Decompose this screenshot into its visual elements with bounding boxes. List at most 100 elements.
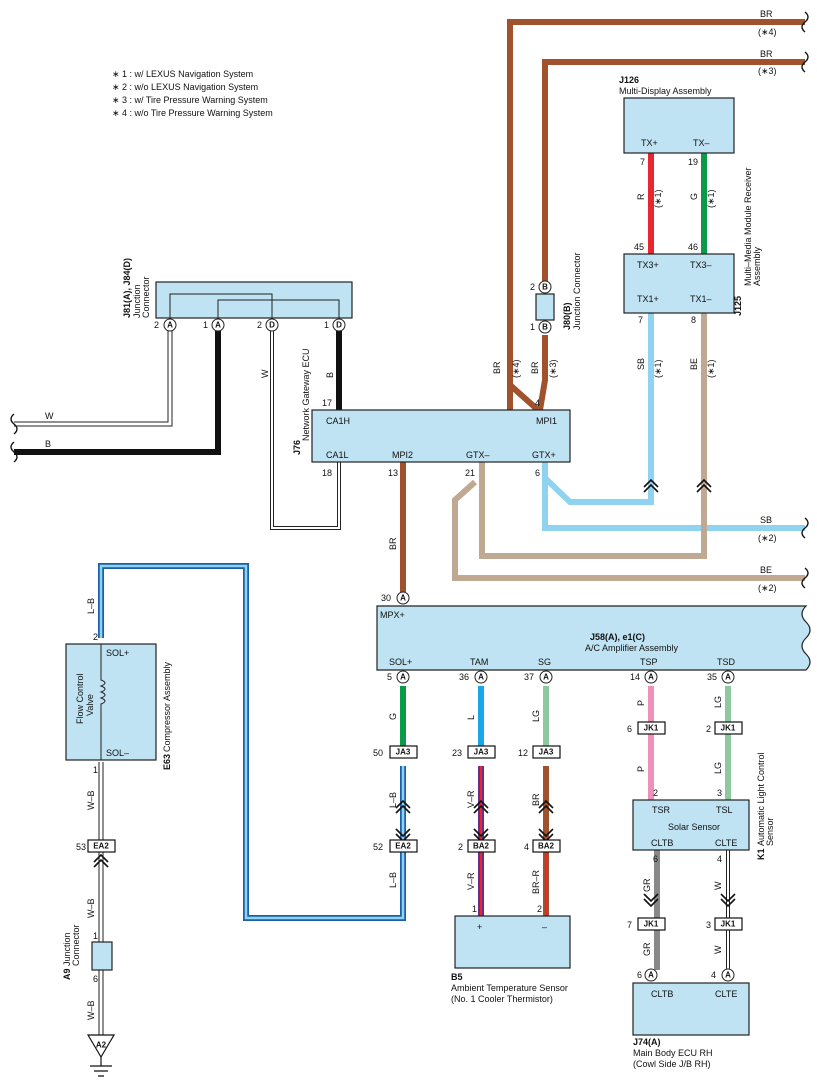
pin-name: CLTB	[651, 989, 673, 999]
wire-label: W	[260, 369, 270, 378]
j125-name-2: Assembly	[752, 246, 762, 286]
pin-number: 2	[706, 724, 711, 734]
e63-id: E63	[162, 754, 172, 770]
connector-tags	[87, 721, 743, 931]
splice-chevrons	[93, 478, 736, 908]
pin-letter: A	[400, 594, 406, 603]
pin-number: 2	[653, 788, 658, 798]
wire-breaks	[10, 11, 809, 589]
pin-number: 4	[524, 842, 529, 852]
pin-name: MPI1	[536, 416, 557, 426]
note-label: (∗1)	[653, 359, 663, 378]
j76-id: J76	[292, 440, 302, 455]
connector-ea2: EA2	[93, 842, 109, 851]
pin-name: TX+	[641, 138, 658, 148]
wire-label: BR	[388, 537, 398, 550]
b5-sub: (No. 1 Cooler Thermistor)	[451, 994, 553, 1004]
pin-name: TSR	[652, 805, 671, 815]
pin-letter: A	[725, 673, 731, 682]
wire-label: BR	[492, 361, 502, 374]
j126-multi-display-assembly	[623, 97, 735, 154]
pin-name: MPI2	[392, 450, 413, 460]
pin-number: 1	[203, 320, 208, 330]
a9-name-1: Junction	[62, 932, 72, 966]
valve-label: Valve	[85, 694, 95, 716]
pin-number: 1	[530, 322, 535, 332]
pin-number: 17	[322, 398, 332, 408]
k1-name-1: Automatic Light Control	[756, 752, 766, 846]
connector-jk1: JK1	[644, 724, 659, 733]
b5-name: Ambient Temperature Sensor	[451, 983, 568, 993]
pin-letter: D	[269, 321, 275, 330]
wire-label: L–B	[86, 598, 96, 614]
j58-id: J58(A), e1(C)	[590, 632, 645, 642]
a9-id: A9	[62, 968, 72, 980]
pin-number: 2	[537, 904, 542, 914]
wire-label: LG	[713, 696, 723, 708]
legend-item: ∗ 2 : w/o LEXUS Navigation System	[112, 82, 259, 92]
pin-number: 1	[472, 904, 477, 914]
pin-name: –	[542, 922, 547, 932]
note-label: (∗2)	[758, 583, 777, 593]
connector-ba2: BA2	[473, 842, 490, 851]
note-label: (∗1)	[706, 189, 716, 208]
pin-number: 7	[627, 920, 632, 930]
pin-number: 6	[93, 974, 98, 984]
note-label: (∗4)	[511, 359, 521, 378]
pin-letter: A	[648, 673, 654, 682]
wire-label: W	[45, 411, 54, 421]
pin-name: TSP	[640, 657, 658, 667]
j80-id: J80(B)	[562, 302, 572, 330]
pin-number: 53	[76, 842, 86, 852]
legend-item: ∗ 4 : w/o Tire Pressure Warning System	[112, 108, 273, 118]
pin-name: SOL+	[389, 657, 412, 667]
j58-ac-amplifier	[376, 605, 811, 671]
a9-label: A9 Junction Connector	[62, 924, 81, 980]
wire-label: V–R	[466, 790, 476, 808]
pin-name: SOL–	[106, 748, 129, 758]
j81-id: J81(A), J84(D)	[122, 258, 132, 318]
wire-label: W–B	[86, 898, 96, 918]
pin-number: 6	[627, 724, 632, 734]
j125-name-1: Multi–Media Module Receiver	[743, 167, 753, 286]
wire-br-merge	[507, 370, 540, 413]
j125-label: J125 Multi–Media Module Receiver Assembl…	[733, 167, 762, 316]
pin-number: 21	[465, 468, 475, 478]
wire-label: L–B	[388, 872, 398, 888]
pin-number: 19	[688, 157, 698, 167]
pin-letter: A	[400, 673, 406, 682]
j74-id: J74(A)	[633, 1037, 661, 1047]
pin-name: TX–	[693, 138, 710, 148]
pin-number: 2	[154, 320, 159, 330]
pin-number: 4	[711, 970, 716, 980]
wire-label: SB	[636, 358, 646, 370]
wire-label: SB	[760, 515, 772, 525]
wire-label: B	[45, 439, 51, 449]
pin-number: 2	[93, 632, 98, 642]
connector-ja3: JA3	[396, 748, 411, 757]
wire-label: R	[636, 193, 646, 200]
wire-label: BR	[530, 361, 540, 374]
j81-name-1: Junction	[132, 284, 142, 318]
pin-number: 7	[638, 315, 643, 325]
pin-letter: A	[215, 321, 221, 330]
pin-name: SG	[538, 657, 551, 667]
wire-label: W–B	[86, 790, 96, 810]
wire-label: BR	[531, 793, 541, 806]
j126-id: J126	[619, 75, 639, 85]
wire-label: G	[388, 713, 398, 720]
pin-number: 2	[257, 320, 262, 330]
rotated-wire-labels: W B BR (∗4) BR (∗3) R (∗1) G (∗1) SB (∗1…	[86, 189, 723, 1020]
pin-number: 14	[630, 672, 640, 682]
legend-item: ∗ 1 : w/ LEXUS Navigation System	[112, 69, 254, 79]
e63-inner-label: Flow Control Valve	[75, 673, 95, 724]
pin-letter: A	[543, 673, 549, 682]
wire-labels: BR (∗4) BR (∗3) SB (∗2) BE (∗2) W B	[45, 9, 777, 593]
pin-number: 1	[93, 765, 98, 775]
pin-letter: A	[167, 321, 173, 330]
pin-letter: B	[542, 283, 548, 292]
pin-number: 7	[640, 157, 645, 167]
wire-label: W–B	[86, 1000, 96, 1020]
wire-label: BE	[760, 565, 772, 575]
